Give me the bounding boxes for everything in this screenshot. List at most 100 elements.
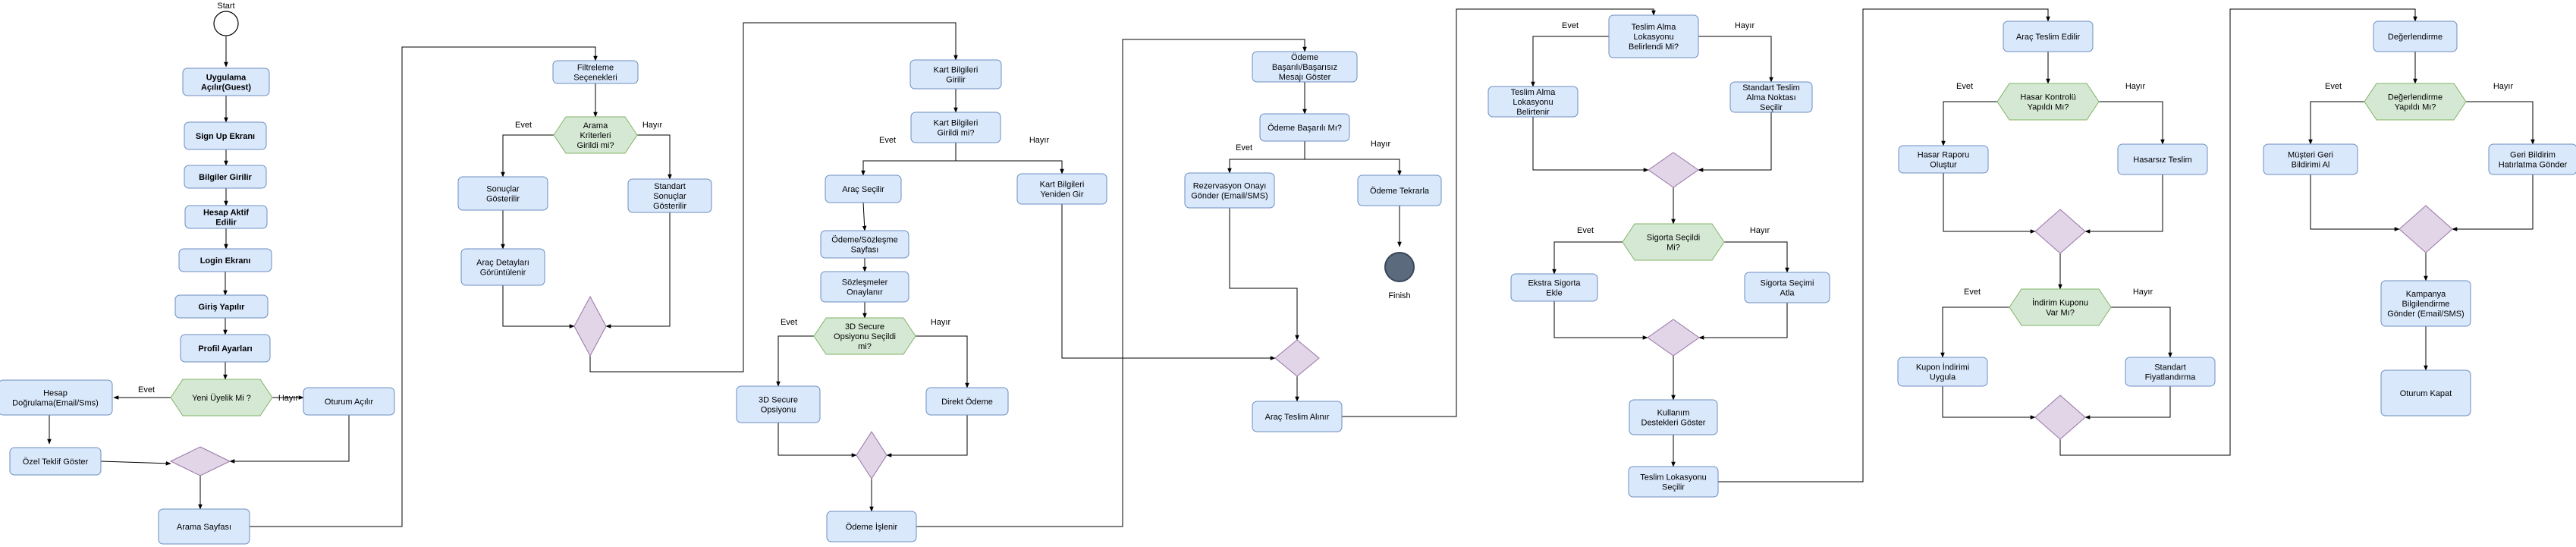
process-box xyxy=(2380,280,2471,327)
merge-diamond-5 xyxy=(1648,152,1699,188)
process-box xyxy=(180,334,271,363)
connector-arrow xyxy=(637,134,672,180)
edge-label-evet: Evet xyxy=(1577,226,1594,235)
connector-arrow xyxy=(862,202,867,231)
finish-label: Finish xyxy=(1388,291,1410,300)
merge-diamond-8 xyxy=(2034,395,2086,440)
process-box xyxy=(1898,145,1989,174)
process-box xyxy=(182,68,270,96)
node-label: Bilgiler Girilir xyxy=(199,173,252,182)
connector-arrow xyxy=(1305,159,1402,176)
process-node-profil: Profil Ayarları xyxy=(180,334,271,363)
process-box xyxy=(1487,86,1579,118)
connector-arrow xyxy=(2099,101,2165,145)
process-node-login: Login Ekranı xyxy=(178,248,272,272)
merge-diamond-4 xyxy=(1274,339,1320,377)
connector-arrow xyxy=(1532,117,1649,172)
process-box xyxy=(460,248,545,286)
node-label: Direkt Ödeme xyxy=(941,398,993,407)
merge-diamond-2 xyxy=(573,295,607,357)
connector-arrow xyxy=(1943,173,2036,234)
edge-label-evet: Evet xyxy=(1964,288,1981,297)
connector-arrow xyxy=(861,143,957,176)
process-box xyxy=(1744,272,1830,303)
start-node xyxy=(213,11,239,36)
edge-label-evet: Evet xyxy=(2325,82,2342,91)
node-label: Yeni Üyelik Mi ? xyxy=(192,394,251,403)
connector-arrow xyxy=(2111,307,2172,358)
connector-arrow xyxy=(916,39,1307,527)
connector-arrow xyxy=(229,415,350,464)
node-label: Araç Teslim Alınır xyxy=(1265,413,1330,422)
edge-label-hayir: Hayır xyxy=(278,394,299,403)
process-box xyxy=(552,60,639,84)
decision-hexagon xyxy=(1622,223,1725,261)
connector-arrow xyxy=(250,46,598,527)
edge-label-evet: Evet xyxy=(781,318,797,327)
edge-label-hayir: Hayır xyxy=(1029,136,1050,145)
merge-diamond-1 xyxy=(169,446,231,476)
connector-arrow xyxy=(916,335,969,388)
process-node-oturumkapat: Oturum Kapat xyxy=(2380,369,2471,417)
connector-arrow xyxy=(1061,204,1276,360)
node-label: Giriş Yapılır xyxy=(199,303,246,312)
decision-hexagon xyxy=(1996,83,2100,121)
connector-arrow xyxy=(1940,307,2009,358)
decision-hexagon xyxy=(813,317,916,355)
process-box xyxy=(820,230,909,259)
node-label: Değerlendirme xyxy=(2388,33,2442,42)
connector-arrow xyxy=(589,22,958,373)
process-box xyxy=(1259,113,1350,142)
connector-arrow xyxy=(2084,174,2163,234)
process-box xyxy=(825,174,902,203)
process-box xyxy=(457,176,548,211)
process-node-ozelteklif: Özel Teklif Göster xyxy=(9,447,102,476)
connector-arrow xyxy=(2452,174,2534,231)
process-box xyxy=(184,205,268,229)
process-box xyxy=(909,59,1002,90)
node-label: Oturum Açılır xyxy=(325,398,374,407)
edge-label-evet: Evet xyxy=(138,385,155,395)
process-box xyxy=(178,248,272,272)
process-node-hasarsizteslim: Hasarsız Teslim xyxy=(2117,143,2208,175)
connector-arrow xyxy=(1942,386,2036,420)
process-box xyxy=(184,165,267,189)
connector-arrow xyxy=(502,285,575,329)
connector-arrow xyxy=(1229,208,1299,341)
connector-arrow xyxy=(1941,101,1997,146)
